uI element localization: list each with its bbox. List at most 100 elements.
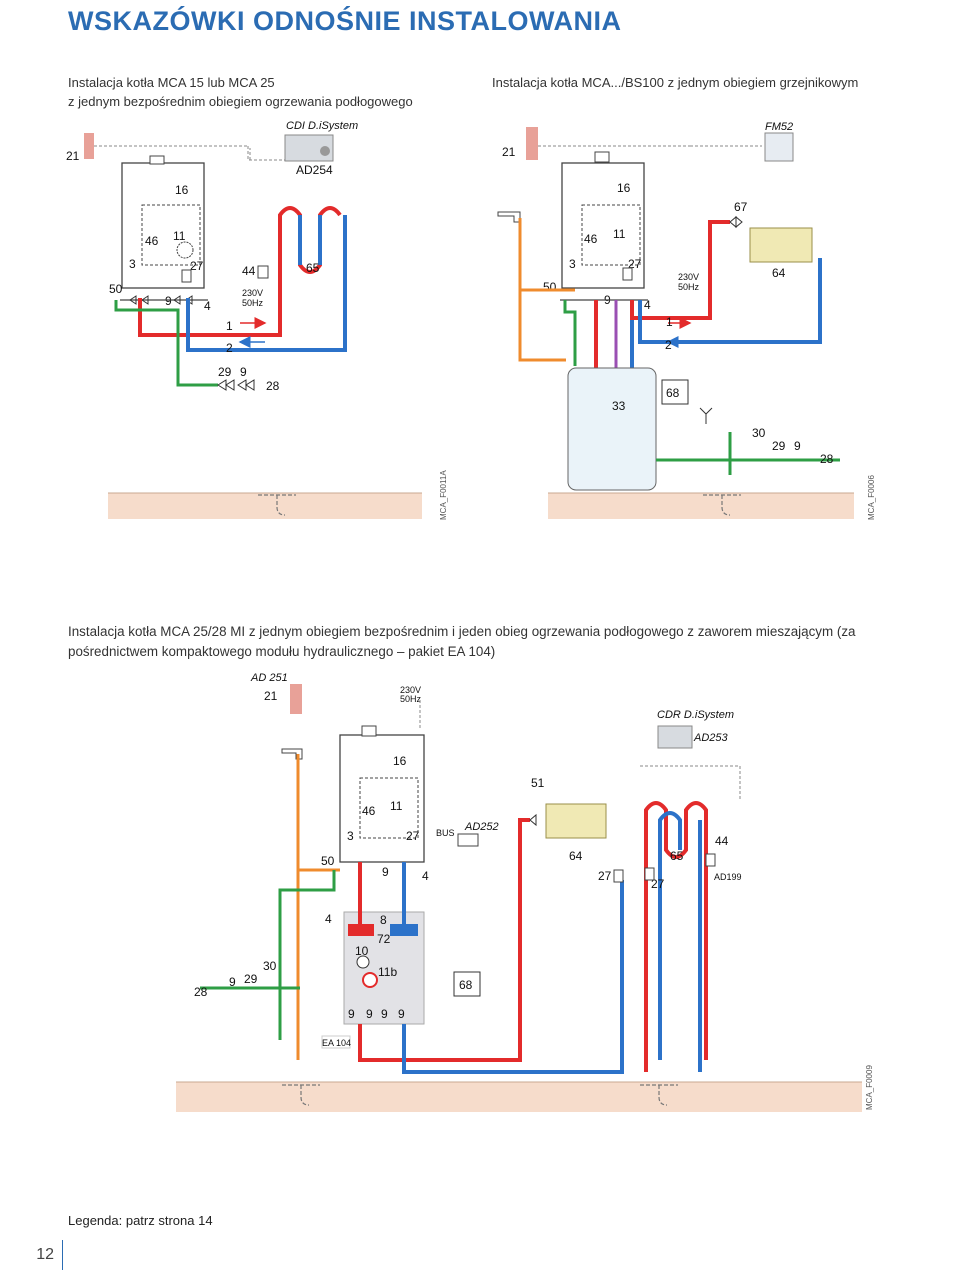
caption-top-right: Instalacja kotła MCA.../BS100 z jednym o… xyxy=(492,75,859,90)
label-21: 21 xyxy=(264,689,278,703)
boiler-casing xyxy=(339,734,425,863)
label-ad252: AD252 xyxy=(464,821,499,833)
floor-drain xyxy=(258,494,296,516)
label-46: 46 xyxy=(584,232,598,246)
label-50hz: 50Hz xyxy=(242,298,264,308)
label-11: 11 xyxy=(613,227,626,241)
page-number: 12 xyxy=(36,1246,54,1263)
label-230v: 230V xyxy=(242,288,263,298)
label-230v: 230V xyxy=(400,685,421,695)
label-4: 4 xyxy=(422,869,429,883)
label-11: 11 xyxy=(390,799,403,813)
dhw-to-tank xyxy=(518,290,566,362)
label-29: 29 xyxy=(772,439,786,453)
label-27: 27 xyxy=(406,829,420,843)
label-16: 16 xyxy=(617,181,631,195)
label-ad251: AD 251 xyxy=(250,672,288,684)
label-50: 50 xyxy=(543,280,557,294)
module-return-pipe xyxy=(402,862,624,1074)
circulator-pump xyxy=(362,972,378,988)
floor xyxy=(108,493,422,519)
mixing-motor xyxy=(356,955,370,969)
label-65: 65 xyxy=(306,261,320,275)
caption-bottom: Instalacja kotła MCA 25/28 MI z jednym o… xyxy=(68,624,856,659)
label-9f: 9 xyxy=(398,1007,405,1021)
label-8: 8 xyxy=(380,913,387,927)
underfloor-loop xyxy=(644,801,708,1072)
cold-water-pipe xyxy=(114,300,218,387)
label-28: 28 xyxy=(266,379,280,393)
label-65: 65 xyxy=(670,849,684,863)
label-3: 3 xyxy=(569,257,576,271)
ad252-module xyxy=(457,833,479,847)
label-72: 72 xyxy=(377,932,391,946)
label-30: 30 xyxy=(752,426,766,440)
label-9: 9 xyxy=(382,865,389,879)
label-16: 16 xyxy=(175,183,189,197)
label-9d: 9 xyxy=(366,1007,373,1021)
boiler-casing xyxy=(561,162,645,289)
ea104-return-header xyxy=(390,924,418,936)
label-51: 51 xyxy=(531,776,545,790)
label-3: 3 xyxy=(347,829,354,843)
fm52-controller-icon xyxy=(764,132,794,162)
label-4: 4 xyxy=(644,298,651,312)
label-28: 28 xyxy=(194,985,208,999)
diagram-1-code: MCA_F0011A xyxy=(439,470,448,520)
label-3: 3 xyxy=(129,257,136,271)
radiator-return xyxy=(638,258,822,344)
safety-group-68 xyxy=(453,971,481,997)
cdr-controller-icon xyxy=(657,725,693,749)
label-28: 28 xyxy=(820,452,834,466)
label-21: 21 xyxy=(66,149,80,163)
label-11b: 11b xyxy=(378,965,397,979)
label-46: 46 xyxy=(362,804,376,818)
label-9: 9 xyxy=(165,294,172,308)
label-cdr-disystem: CDR D.iSystem xyxy=(657,709,734,721)
label-46: 46 xyxy=(145,234,159,248)
room-thermostat-icon xyxy=(526,127,538,160)
label-64: 64 xyxy=(569,849,583,863)
floor xyxy=(548,493,854,519)
radiator xyxy=(749,227,813,263)
module-supply-pipe xyxy=(358,818,530,1062)
label-cdi-disystem: CDI D.iSystem xyxy=(286,120,358,132)
label-33: 33 xyxy=(612,399,626,413)
label-1: 1 xyxy=(226,319,233,333)
label-10: 10 xyxy=(355,944,369,958)
label-50: 50 xyxy=(321,854,335,868)
label-68: 68 xyxy=(666,386,680,400)
label-4b: 4 xyxy=(325,912,332,926)
room-thermostat-icon xyxy=(84,133,94,159)
ea104-supply-header xyxy=(348,924,374,936)
label-29: 29 xyxy=(244,972,258,986)
label-9c: 9 xyxy=(348,1007,355,1021)
diagram-2: 21 FM52 16 46 11 3 27 50 9 4 230V 50Hz 6… xyxy=(497,121,876,520)
label-1: 1 xyxy=(666,315,673,329)
label-30: 30 xyxy=(263,959,277,973)
label-fm52: FM52 xyxy=(765,121,793,133)
label-27: 27 xyxy=(190,259,204,273)
return-pipe xyxy=(186,215,347,352)
dhw-pipe xyxy=(518,218,575,292)
label-2: 2 xyxy=(665,338,672,352)
label-68: 68 xyxy=(459,978,473,992)
hot-water-tank xyxy=(567,367,657,491)
label-ad253: AD253 xyxy=(693,732,729,744)
label-11: 11 xyxy=(173,229,186,243)
label-50: 50 xyxy=(109,282,123,296)
radiator-supply xyxy=(630,220,730,320)
caption-top-left: Instalacja kotła MCA 15 lub MCA 25 z jed… xyxy=(68,73,413,111)
page-number-box: 12 xyxy=(0,1240,63,1270)
label-9b: 9 xyxy=(240,365,247,379)
label-44: 44 xyxy=(242,264,256,278)
safety-group-68 xyxy=(661,379,689,405)
label-27b: 27 xyxy=(598,869,612,883)
radiator xyxy=(545,803,607,839)
page-title: WSKAZÓWKI ODNOŚNIE INSTALOWANIA xyxy=(68,6,622,36)
label-9b: 9 xyxy=(229,975,236,989)
floor xyxy=(176,1082,862,1112)
label-16: 16 xyxy=(393,754,407,768)
supply-pipe xyxy=(138,298,225,337)
